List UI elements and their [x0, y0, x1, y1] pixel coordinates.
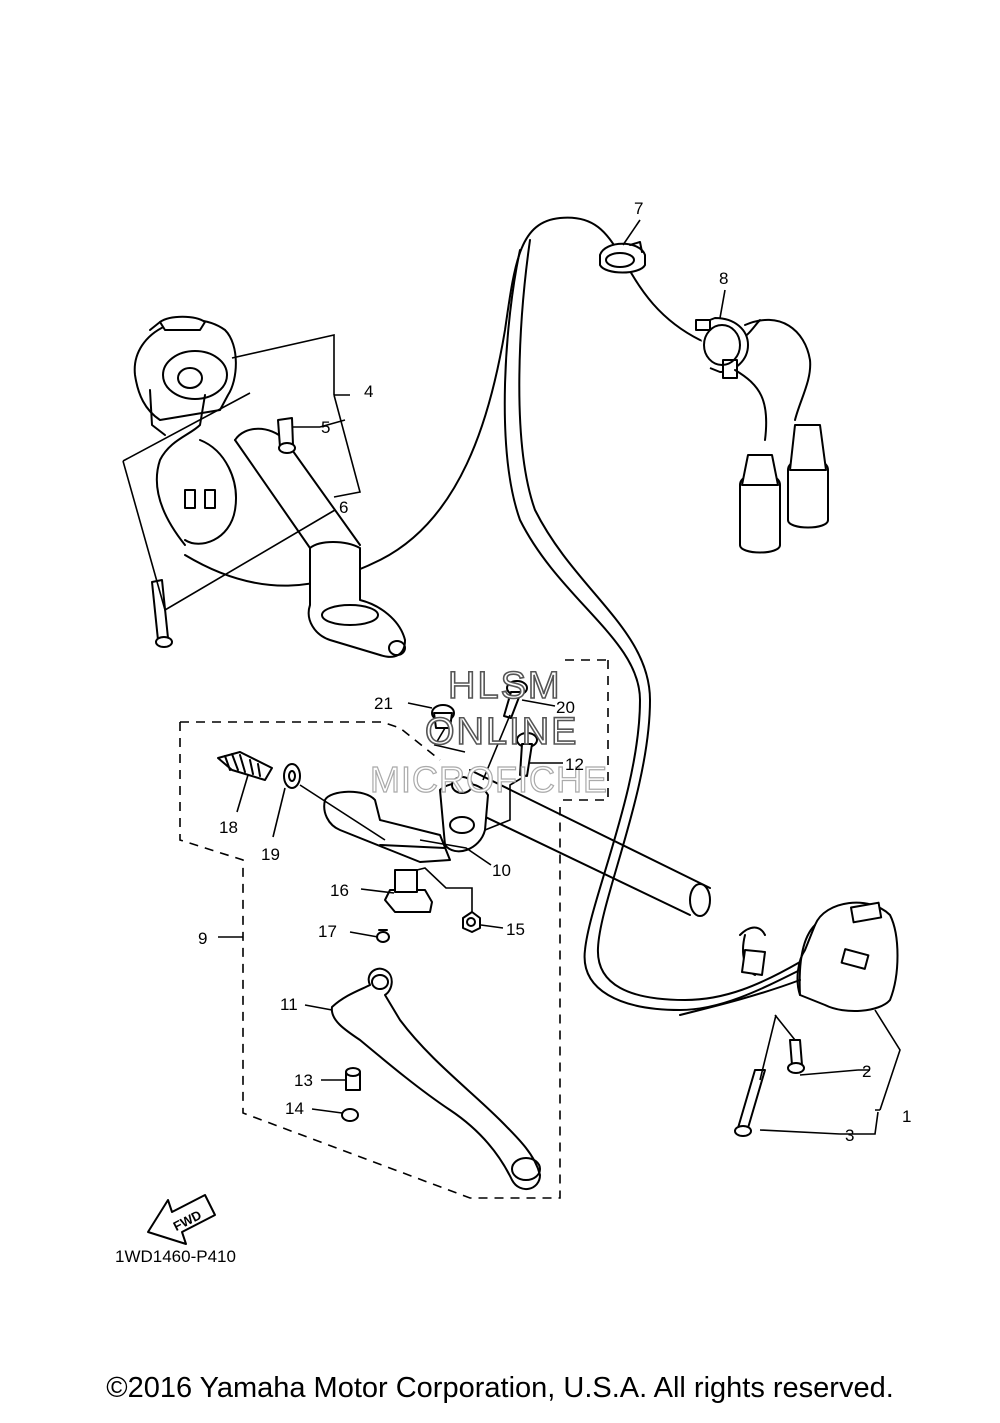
callout-20: 20 [556, 698, 575, 717]
callout-19: 19 [261, 845, 280, 864]
callout-14: 14 [285, 1099, 304, 1118]
callout-18: 18 [219, 818, 238, 837]
callout-12: 12 [565, 755, 584, 774]
watermark-line3: MICROFICHE [370, 759, 608, 800]
long-screw-left [151, 579, 173, 648]
screw-17 [376, 929, 390, 943]
throttle-grip [234, 427, 406, 658]
cable-clamp-7 [599, 241, 646, 274]
wire-harness [184, 216, 761, 587]
fwd-arrow-icon: FWD [147, 1194, 216, 1245]
callout-11: 11 [280, 995, 298, 1014]
callout-16: 16 [330, 881, 349, 900]
watermark: HLSM ONLINE MICROFICHE [369, 664, 608, 800]
callout-13: 13 [294, 1071, 313, 1090]
locknut-19 [283, 763, 301, 789]
watermark-line1: HLSM [448, 665, 562, 707]
oring-14 [341, 1108, 359, 1122]
callout-15: 15 [506, 920, 525, 939]
left-handlebar-switch [133, 315, 237, 546]
callout-2: 2 [862, 1062, 871, 1081]
callout-10: 10 [492, 861, 511, 880]
watermark-line2: ONLINE [425, 711, 578, 753]
diagram-code: 1WD1460-P410 [115, 1247, 236, 1266]
clutch-switch-16 [384, 869, 433, 913]
callout-4: 4 [364, 382, 373, 401]
callout-17: 17 [318, 922, 337, 941]
bolt-20 [503, 680, 528, 719]
copyright-notice: ©2016 Yamaha Motor Corporation, U.S.A. A… [106, 1372, 894, 1404]
callout-6: 6 [339, 498, 348, 517]
pivot-collar-13 [345, 1067, 361, 1091]
leader-lines [122, 219, 901, 1135]
callout-8: 8 [719, 269, 728, 288]
right-handlebar-switch [679, 901, 899, 1016]
cable-clamp-8 [695, 317, 749, 379]
screw-2 [787, 1039, 805, 1074]
wire-connectors [734, 319, 829, 554]
callout-7: 7 [634, 199, 643, 218]
bolt-12 [516, 732, 538, 777]
cap-21 [431, 704, 455, 729]
callout-labels: 1 2 3 4 5 6 7 8 9 10 11 12 13 14 15 16 1… [198, 199, 911, 1145]
clutch-lever-holder [323, 776, 489, 863]
callout-21: 21 [374, 694, 393, 713]
callout-5: 5 [321, 418, 330, 437]
clutch-lever-11 [330, 967, 541, 1190]
nut-15 [462, 911, 481, 933]
callout-3: 3 [845, 1126, 854, 1145]
assembly-9-boundary [179, 660, 609, 1199]
callout-1: 1 [902, 1107, 911, 1126]
callout-9: 9 [198, 929, 207, 948]
adjuster-bolt-18 [217, 751, 273, 781]
screw-5 [277, 417, 296, 454]
